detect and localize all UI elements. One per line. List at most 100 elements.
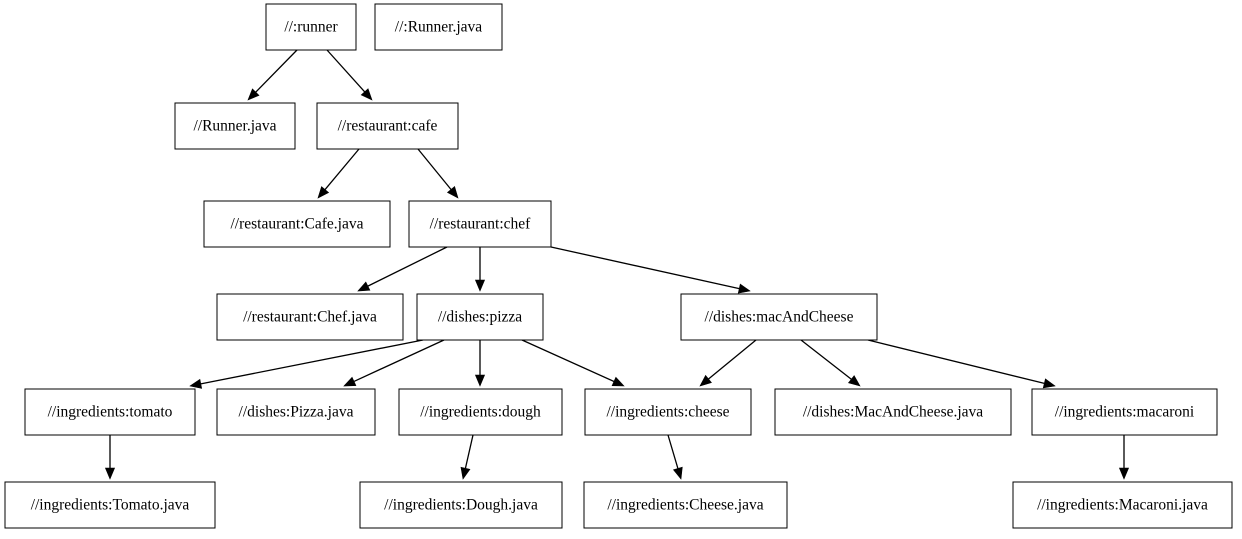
graph-edge	[460, 434, 474, 480]
graph-node-ing_dough_java[interactable]: //ingredients:Dough.java	[359, 481, 563, 529]
graph-node-dishes_macandcheese_java[interactable]: //dishes:MacAndCheese.java	[774, 388, 1012, 436]
graph-edge	[699, 339, 757, 387]
node-box[interactable]	[408, 200, 552, 248]
node-box[interactable]	[316, 102, 459, 150]
edge-line	[708, 339, 757, 380]
node-box[interactable]	[774, 388, 1012, 436]
edge-line	[353, 339, 445, 382]
graph-edge	[326, 49, 373, 101]
graph-node-ing_cheese_java[interactable]: //ingredients:Cheese.java	[583, 481, 788, 529]
graph-edge	[867, 339, 1056, 389]
node-label: //:runner	[284, 19, 338, 36]
edge-line	[464, 434, 474, 469]
node-box[interactable]	[216, 388, 376, 436]
arrowhead-icon	[699, 374, 712, 387]
node-label: //ingredients:dough	[420, 404, 541, 421]
edge-line	[255, 49, 298, 93]
edge-line	[550, 246, 740, 290]
graph-node-runner_java_root[interactable]: //:Runner.java	[374, 3, 503, 51]
node-label: //dishes:macAndCheese	[705, 309, 854, 326]
graph-edge	[521, 339, 625, 387]
arrowhead-icon	[360, 88, 373, 101]
graph-edge	[1118, 435, 1130, 480]
graph-edge	[104, 435, 116, 480]
graph-node-runner[interactable]: //:runner	[265, 3, 357, 51]
graph-edge	[474, 340, 486, 387]
node-box[interactable]	[398, 388, 563, 436]
graph-node-ing_macaroni_java[interactable]: //ingredients:Macaroni.java	[1012, 481, 1233, 529]
edge-line	[800, 339, 852, 380]
arrowhead-icon	[343, 376, 357, 387]
node-box[interactable]	[216, 293, 404, 341]
node-label: //ingredients:Cheese.java	[607, 497, 763, 514]
graph-node-ing_dough[interactable]: //ingredients:dough	[398, 388, 563, 436]
node-label: //ingredients:tomato	[48, 404, 173, 421]
graph-node-restaurant_chef_java[interactable]: //restaurant:Chef.java	[216, 293, 404, 341]
node-box[interactable]	[174, 102, 296, 150]
graph-node-dishes_pizza[interactable]: //dishes:pizza	[416, 293, 544, 341]
graph-edge	[667, 434, 683, 480]
node-box[interactable]	[4, 481, 216, 529]
node-label: //dishes:pizza	[438, 309, 522, 326]
node-box[interactable]	[265, 3, 357, 51]
graph-edge	[343, 339, 445, 387]
graph-node-restaurant_cafe_java[interactable]: //restaurant:Cafe.java	[203, 200, 391, 248]
node-label: //:Runner.java	[395, 19, 483, 36]
graph-edge	[317, 148, 360, 199]
node-label: //ingredients:Tomato.java	[31, 497, 190, 514]
arrowhead-icon	[611, 376, 625, 387]
node-label: //ingredients:cheese	[606, 404, 729, 421]
node-box[interactable]	[1012, 481, 1233, 529]
edge-line	[326, 49, 366, 93]
arrowhead-icon	[357, 281, 371, 292]
graph-edge	[800, 339, 861, 387]
graph-node-ing_tomato[interactable]: //ingredients:tomato	[24, 388, 196, 436]
graph-edges-layer	[104, 49, 1130, 480]
node-box[interactable]	[24, 388, 196, 436]
arrowhead-icon	[189, 378, 203, 389]
node-label: //ingredients:Macaroni.java	[1037, 497, 1208, 514]
node-box[interactable]	[203, 200, 391, 248]
edge-line	[521, 339, 615, 383]
node-box[interactable]	[583, 481, 788, 529]
arrowhead-icon	[104, 467, 116, 480]
arrowhead-icon	[1042, 378, 1056, 389]
node-label: //ingredients:Dough.java	[384, 497, 538, 514]
graph-node-runner_java[interactable]: //Runner.java	[174, 102, 296, 150]
node-box[interactable]	[359, 481, 563, 529]
node-label: //restaurant:Chef.java	[243, 309, 377, 326]
graph-node-restaurant_chef[interactable]: //restaurant:chef	[408, 200, 552, 248]
arrowhead-icon	[474, 279, 486, 292]
arrowhead-icon	[737, 283, 751, 294]
graph-edge	[247, 49, 298, 101]
graph-node-ing_cheese[interactable]: //ingredients:cheese	[584, 388, 752, 436]
graph-edge	[550, 246, 751, 294]
node-box[interactable]	[1031, 388, 1218, 436]
node-box[interactable]	[680, 293, 878, 341]
edge-line	[417, 148, 452, 190]
graph-node-ing_tomato_java[interactable]: //ingredients:Tomato.java	[4, 481, 216, 529]
arrowhead-icon	[446, 186, 459, 199]
arrowhead-icon	[317, 186, 330, 199]
edge-line	[324, 148, 360, 190]
graph-edge	[417, 148, 459, 199]
arrowhead-icon	[247, 88, 260, 101]
graph-node-dishes_pizza_java[interactable]: //dishes:Pizza.java	[216, 388, 376, 436]
node-label: //ingredients:macaroni	[1055, 404, 1195, 421]
graph-node-ing_macaroni[interactable]: //ingredients:macaroni	[1031, 388, 1218, 436]
node-box[interactable]	[584, 388, 752, 436]
edge-line	[200, 339, 424, 385]
node-label: //restaurant:Cafe.java	[231, 216, 364, 233]
arrowhead-icon	[460, 466, 471, 480]
graph-node-dishes_macandcheese[interactable]: //dishes:macAndCheese	[680, 293, 878, 341]
graph-edge	[189, 339, 424, 389]
node-box[interactable]	[416, 293, 544, 341]
node-label: //restaurant:chef	[430, 216, 532, 233]
graph-node-restaurant_cafe[interactable]: //restaurant:cafe	[316, 102, 459, 150]
node-box[interactable]	[374, 3, 503, 51]
node-label: //restaurant:cafe	[338, 118, 438, 135]
node-label: //dishes:MacAndCheese.java	[803, 404, 983, 421]
arrowhead-icon	[847, 375, 861, 387]
